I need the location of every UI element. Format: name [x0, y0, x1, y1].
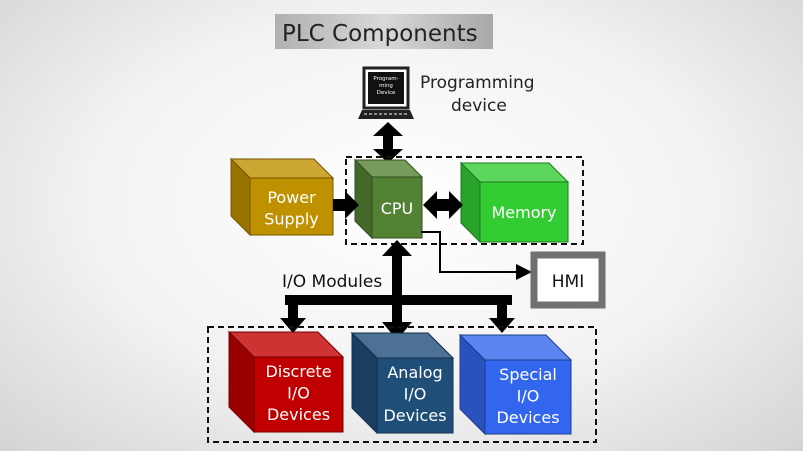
cpu-block-label: CPU — [381, 199, 414, 218]
memory-block: Memory — [459, 161, 570, 244]
cpu-hmi-line — [421, 231, 532, 280]
title-box: PLC Components — [275, 14, 493, 49]
title: PLC Components — [282, 21, 478, 47]
programming-device-label-2: device — [451, 96, 507, 116]
analog-io-block-label: I/O — [404, 385, 427, 404]
io-bus-arrows — [280, 240, 515, 340]
svg-text:Device: Device — [377, 90, 396, 96]
power-supply-block-label: Supply — [264, 210, 319, 229]
hmi-box: HMI — [530, 251, 606, 309]
analog-io-block-label: Analog — [387, 363, 442, 382]
io-modules-label: I/O Modules — [282, 272, 382, 292]
power-supply-block-label: Power — [267, 188, 316, 207]
svg-text:ming: ming — [379, 83, 393, 89]
cpu-block: CPU — [353, 158, 424, 240]
special-io-block-label: I/O — [517, 387, 540, 406]
laptop-icon: Program- ming Device — [358, 66, 414, 119]
special-io-block-label: Devices — [496, 408, 559, 427]
memory-block-label: Memory — [491, 203, 556, 222]
svg-text:Program-: Program- — [373, 76, 398, 82]
hmi-label: HMI — [552, 272, 584, 292]
programming-device-label-1: Programming — [420, 73, 535, 93]
special-io-block-label: Special — [499, 365, 557, 384]
io-devices-group — [207, 326, 597, 443]
double-arrow-laptop-cpu — [373, 122, 403, 163]
double-arrow-cpu-memory — [423, 191, 463, 219]
arrow-power-cpu — [333, 191, 359, 219]
discrete-io-block-label: Discrete — [265, 362, 331, 381]
discrete-io-block-label: I/O — [287, 384, 310, 403]
analog-io-block-label: Devices — [383, 406, 446, 425]
discrete-io-block-label: Devices — [267, 405, 330, 424]
